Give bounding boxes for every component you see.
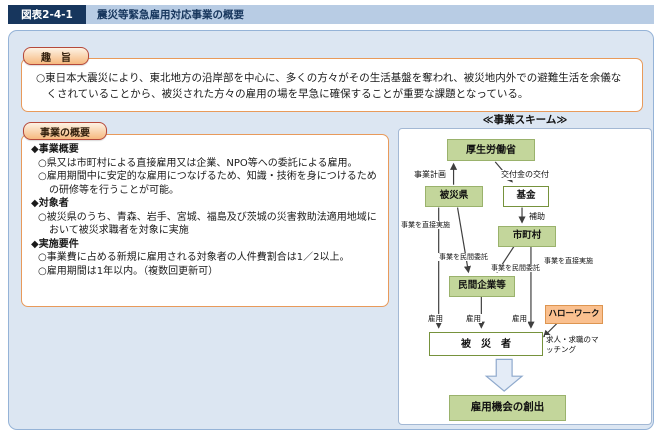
label-subsidy: 補助 <box>528 212 546 222</box>
overview-heading-target: ◆対象者 <box>31 198 69 209</box>
overview-heading-requirements: ◆実施要件 <box>31 238 79 250</box>
purpose-section-label: 趣 旨 <box>23 47 89 65</box>
overview-item: ○事業費に占める新規に雇用される対象者の人件費割合は1／2以上。 <box>38 252 350 263</box>
node-private-company: 民間企業等 <box>449 276 515 297</box>
node-hellowork: ハローワーク <box>545 305 603 324</box>
label-consign-pref: 事業を民間委託 <box>438 253 489 262</box>
label-employ-1: 雇用 <box>427 314 444 323</box>
overview-heading-program: ◆事業概要 <box>31 144 79 155</box>
node-prefecture: 被災県 <box>425 186 483 207</box>
figure-header: 図表2-4-1 震災等緊急雇用対応事業の概要 <box>8 5 654 24</box>
scheme-title: ≪事業スキーム≫ <box>482 114 568 126</box>
label-business-plan: 事業計画 <box>413 170 447 180</box>
overview-section-label: 事業の概要 <box>23 122 107 140</box>
label-employ-2: 雇用 <box>465 314 482 323</box>
label-consign-muni: 事業を民間委託 <box>490 264 541 273</box>
down-block-arrow-icon <box>484 358 524 392</box>
label-grant: 交付金の交付 <box>500 170 550 180</box>
overview-item: ○雇用期間は1年以内。（複数回更新可） <box>38 265 219 277</box>
overview-item: ○雇用期間中に安定的な雇用につなげるため、知識・技術を身につけるための研修等を行… <box>38 171 377 196</box>
figure-number: 図表2-4-1 <box>8 5 86 24</box>
label-matching: 求人・求職のマッチング <box>545 335 605 355</box>
label-direct-left: 事業を直接実施 <box>400 221 451 230</box>
purpose-box: ○東日本大震災により、東北地方の沿岸部を中心に、多くの方々がその生活基盤を奪われ… <box>21 58 643 112</box>
node-outcome: 雇用機会の創出 <box>449 395 566 421</box>
figure-title: 震災等緊急雇用対応事業の概要 <box>97 9 244 21</box>
node-fund: 基金 <box>503 186 549 207</box>
node-mhlw: 厚生労働省 <box>447 139 535 161</box>
node-municipality: 市町村 <box>498 226 556 247</box>
scheme-diagram: 厚生労働省 被災県 基金 市町村 民間企業等 ハローワーク 被 災 者 雇用機会… <box>398 128 652 425</box>
overview-item: ○県又は市町村による直接雇用又は企業、NPO等への委託による雇用。 <box>38 157 358 169</box>
label-direct-right: 事業を直接実施 <box>543 257 594 266</box>
purpose-text: ○東日本大震災により、東北地方の沿岸部を中心に、多くの方々がその生活基盤を奪われ… <box>36 72 622 100</box>
node-victims: 被 災 者 <box>429 332 543 356</box>
overview-box: ◆事業概要 ○県又は市町村による直接雇用又は企業、NPO等への委託による雇用。 … <box>21 134 389 307</box>
arrow-consign-pref <box>456 207 471 274</box>
overview-item: ○被災県のうち、青森、岩手、宮城、福島及び茨城の災害救助法適用地域において被災求… <box>38 211 377 237</box>
label-employ-3: 雇用 <box>511 314 528 323</box>
main-panel: 趣 旨 ○東日本大震災により、東北地方の沿岸部を中心に、多くの方々がその生活基盤… <box>8 30 654 430</box>
